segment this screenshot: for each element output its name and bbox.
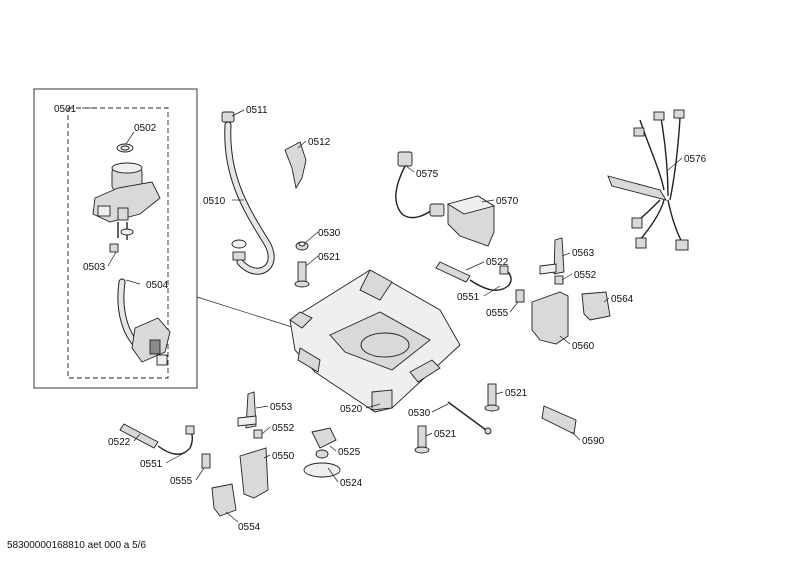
label-0550: 0550 xyxy=(272,451,295,462)
label-0521-lower-b: 0521 xyxy=(434,429,457,440)
label-0554: 0554 xyxy=(238,522,261,533)
label-0510: 0510 xyxy=(203,196,226,207)
label-0522-upper: 0522 xyxy=(486,257,509,268)
label-0521-lower-a: 0521 xyxy=(505,388,528,399)
part-labels: 0501 0502 0503 0504 0511 0510 0512 0575 … xyxy=(54,104,707,533)
lower-sensor-part xyxy=(119,423,211,469)
sensor-part xyxy=(435,261,525,303)
nut-part xyxy=(295,241,309,251)
clip-part xyxy=(284,141,307,190)
base-tub-part xyxy=(289,269,461,413)
label-0570: 0570 xyxy=(496,196,519,207)
label-0511: 0511 xyxy=(246,105,268,116)
label-0551-upper: 0551 xyxy=(457,292,480,303)
label-0501: 0501 xyxy=(54,104,77,115)
label-0520: 0520 xyxy=(340,404,363,415)
label-0560: 0560 xyxy=(572,341,595,352)
water-valve-part xyxy=(92,143,161,253)
label-0525: 0525 xyxy=(338,447,361,458)
lower-bracket-part xyxy=(211,391,269,517)
label-0521-upper: 0521 xyxy=(318,252,341,263)
label-0553: 0553 xyxy=(270,402,293,413)
label-0530-lower: 0530 xyxy=(408,408,431,419)
control-module-part xyxy=(446,195,496,247)
inlet-hose-part xyxy=(221,111,275,275)
screw-part-b xyxy=(484,383,500,412)
detail-frame xyxy=(33,88,293,389)
screw-part-c xyxy=(414,425,430,454)
label-0502: 0502 xyxy=(134,123,157,134)
label-0524: 0524 xyxy=(340,478,363,489)
label-0590: 0590 xyxy=(582,436,605,447)
wiring-harness-part xyxy=(607,109,689,251)
drain-hose-part xyxy=(117,278,171,366)
label-0564: 0564 xyxy=(611,294,634,305)
label-0522-lower: 0522 xyxy=(108,437,131,448)
label-0576: 0576 xyxy=(684,154,707,165)
label-0552-upper: 0552 xyxy=(574,270,597,281)
screw-part xyxy=(294,261,310,288)
label-0530-upper: 0530 xyxy=(318,228,341,239)
label-0555-lower: 0555 xyxy=(170,476,193,487)
bracket-part xyxy=(531,237,611,345)
label-0551-lower: 0551 xyxy=(140,459,163,470)
label-0575: 0575 xyxy=(416,169,439,180)
cable-part xyxy=(395,151,445,219)
label-0503: 0503 xyxy=(83,262,106,273)
rail-part xyxy=(541,405,577,435)
switch-part xyxy=(303,427,341,478)
label-0563: 0563 xyxy=(572,248,595,259)
label-0512: 0512 xyxy=(308,137,331,148)
label-0552-lower: 0552 xyxy=(272,423,295,434)
label-0504: 0504 xyxy=(146,280,169,291)
rod-part xyxy=(447,401,492,435)
document-id: 58300000168810 aet 000 a 5/6 xyxy=(7,540,147,551)
leader-lines xyxy=(82,107,683,523)
label-0555-upper: 0555 xyxy=(486,308,509,319)
